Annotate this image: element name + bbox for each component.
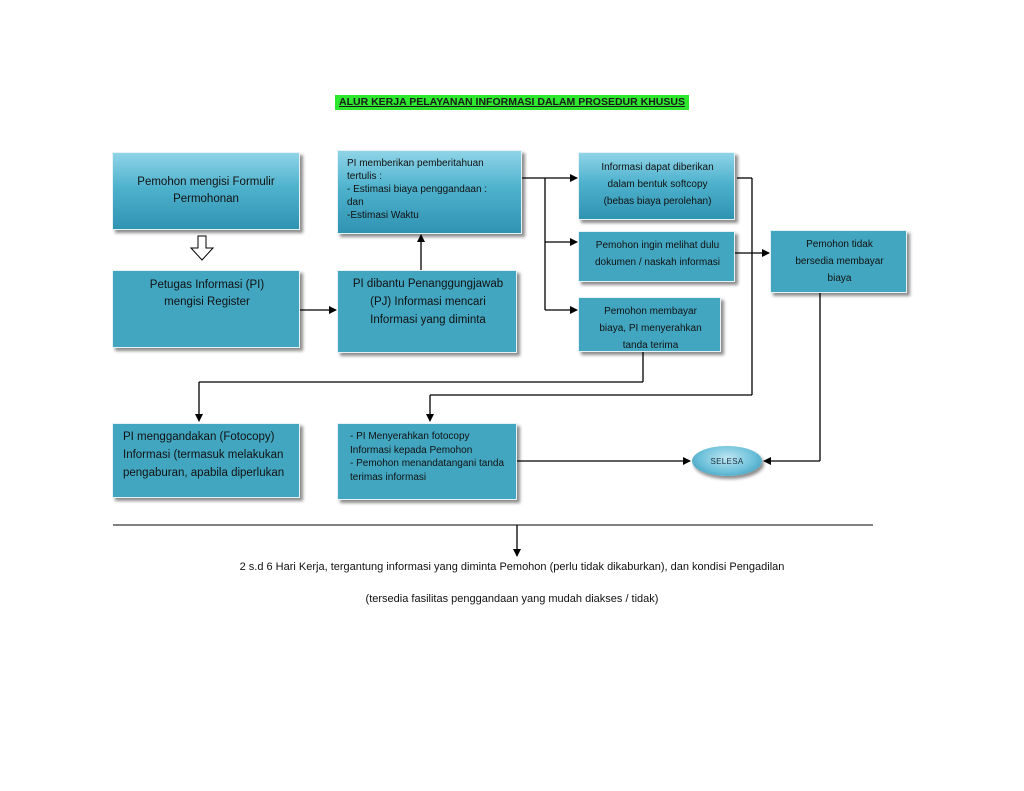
pemberitahuan-line3: -Estimasi Waktu: [347, 210, 419, 221]
box-pemberitahuan-text: PI memberikan pemberitahuan tertulis : -…: [347, 157, 515, 222]
box-dibantu-pj-text: PI dibantu Penanggungjawab (PJ) Informas…: [352, 278, 504, 326]
pemberitahuan-line1: PI memberikan pemberitahuan tertulis :: [347, 158, 484, 182]
box-membayar: Pemohon membayar biaya, PI menyerahkan t…: [578, 297, 721, 352]
box-menyerahkan: - PI Menyerahkan fotocopy Informasi kepa…: [337, 423, 517, 500]
box-menyerahkan-text: - PI Menyerahkan fotocopy Informasi kepa…: [350, 430, 510, 484]
hollow-down-arrow: [189, 235, 215, 261]
pemberitahuan-line2: - Estimasi biaya penggandaan : dan: [347, 184, 488, 208]
box-dibantu-pj: PI dibantu Penanggungjawab (PJ) Informas…: [337, 270, 517, 353]
box-tidak-bersedia: Pemohon tidak bersedia membayar biaya: [770, 230, 907, 293]
box-register-text: Petugas Informasi (PI) mengisi Register: [149, 279, 265, 308]
box-melihat-dokumen-text: Pemohon ingin melihat dulu dokumen / nas…: [594, 240, 721, 268]
box-pemberitahuan: PI memberikan pemberitahuan tertulis : -…: [337, 150, 522, 234]
menyerahkan-line2: - Pemohon menandatangani tanda terimas i…: [350, 458, 505, 483]
box-menggandakan: PI menggandakan (Fotocopy) Informasi (te…: [112, 423, 300, 498]
box-softcopy-text: Informasi dapat diberikan dalam bentuk s…: [601, 162, 714, 207]
box-membayar-text: Pemohon membayar biaya, PI menyerahkan t…: [599, 306, 702, 351]
box-pemohon-formulir-text: Pemohon mengisi Formulir Permohonan: [137, 176, 275, 205]
box-melihat-dokumen: Pemohon ingin melihat dulu dokumen / nas…: [578, 231, 735, 282]
box-register: Petugas Informasi (PI) mengisi Register: [112, 270, 300, 348]
selesa-terminal: SELESA: [692, 446, 762, 476]
note-duration: 2 s.d 6 Hari Kerja, tergantung informasi…: [239, 561, 785, 573]
box-tidak-bersedia-text: Pemohon tidak bersedia membayar biaya: [795, 239, 884, 284]
selesa-label: SELESA: [710, 456, 744, 466]
note-facility: (tersedia fasilitas penggandaan yang mud…: [365, 593, 659, 605]
box-softcopy: Informasi dapat diberikan dalam bentuk s…: [578, 152, 735, 220]
box-menggandakan-text: PI menggandakan (Fotocopy) Informasi (te…: [123, 431, 285, 479]
menyerahkan-line1: - PI Menyerahkan fotocopy Informasi kepa…: [350, 431, 473, 456]
box-pemohon-formulir: Pemohon mengisi Formulir Permohonan: [112, 152, 300, 230]
diagram-title: ALUR KERJA PELAYANAN INFORMASI DALAM PRO…: [335, 95, 689, 110]
